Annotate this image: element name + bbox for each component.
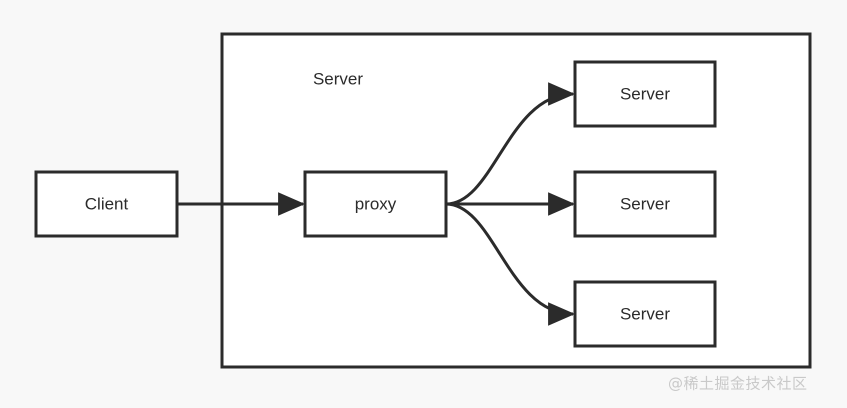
server-1-box[interactable]: [573, 60, 717, 128]
server-2-box[interactable]: [573, 170, 717, 238]
edge-proxy-to-server-1: [445, 82, 576, 206]
node-server-3[interactable]: Server: [573, 280, 717, 348]
proxy-box[interactable]: [303, 170, 448, 238]
client-box[interactable]: [34, 170, 179, 238]
node-server-1[interactable]: Server: [573, 60, 717, 128]
node-server-2[interactable]: Server: [573, 170, 717, 238]
edge-proxy-to-server-3: [445, 202, 576, 326]
server-3-box[interactable]: [573, 280, 717, 348]
node-proxy[interactable]: proxy: [303, 170, 448, 238]
node-client[interactable]: Client: [34, 170, 179, 238]
watermark: @稀土掘金技术社区: [668, 375, 808, 393]
